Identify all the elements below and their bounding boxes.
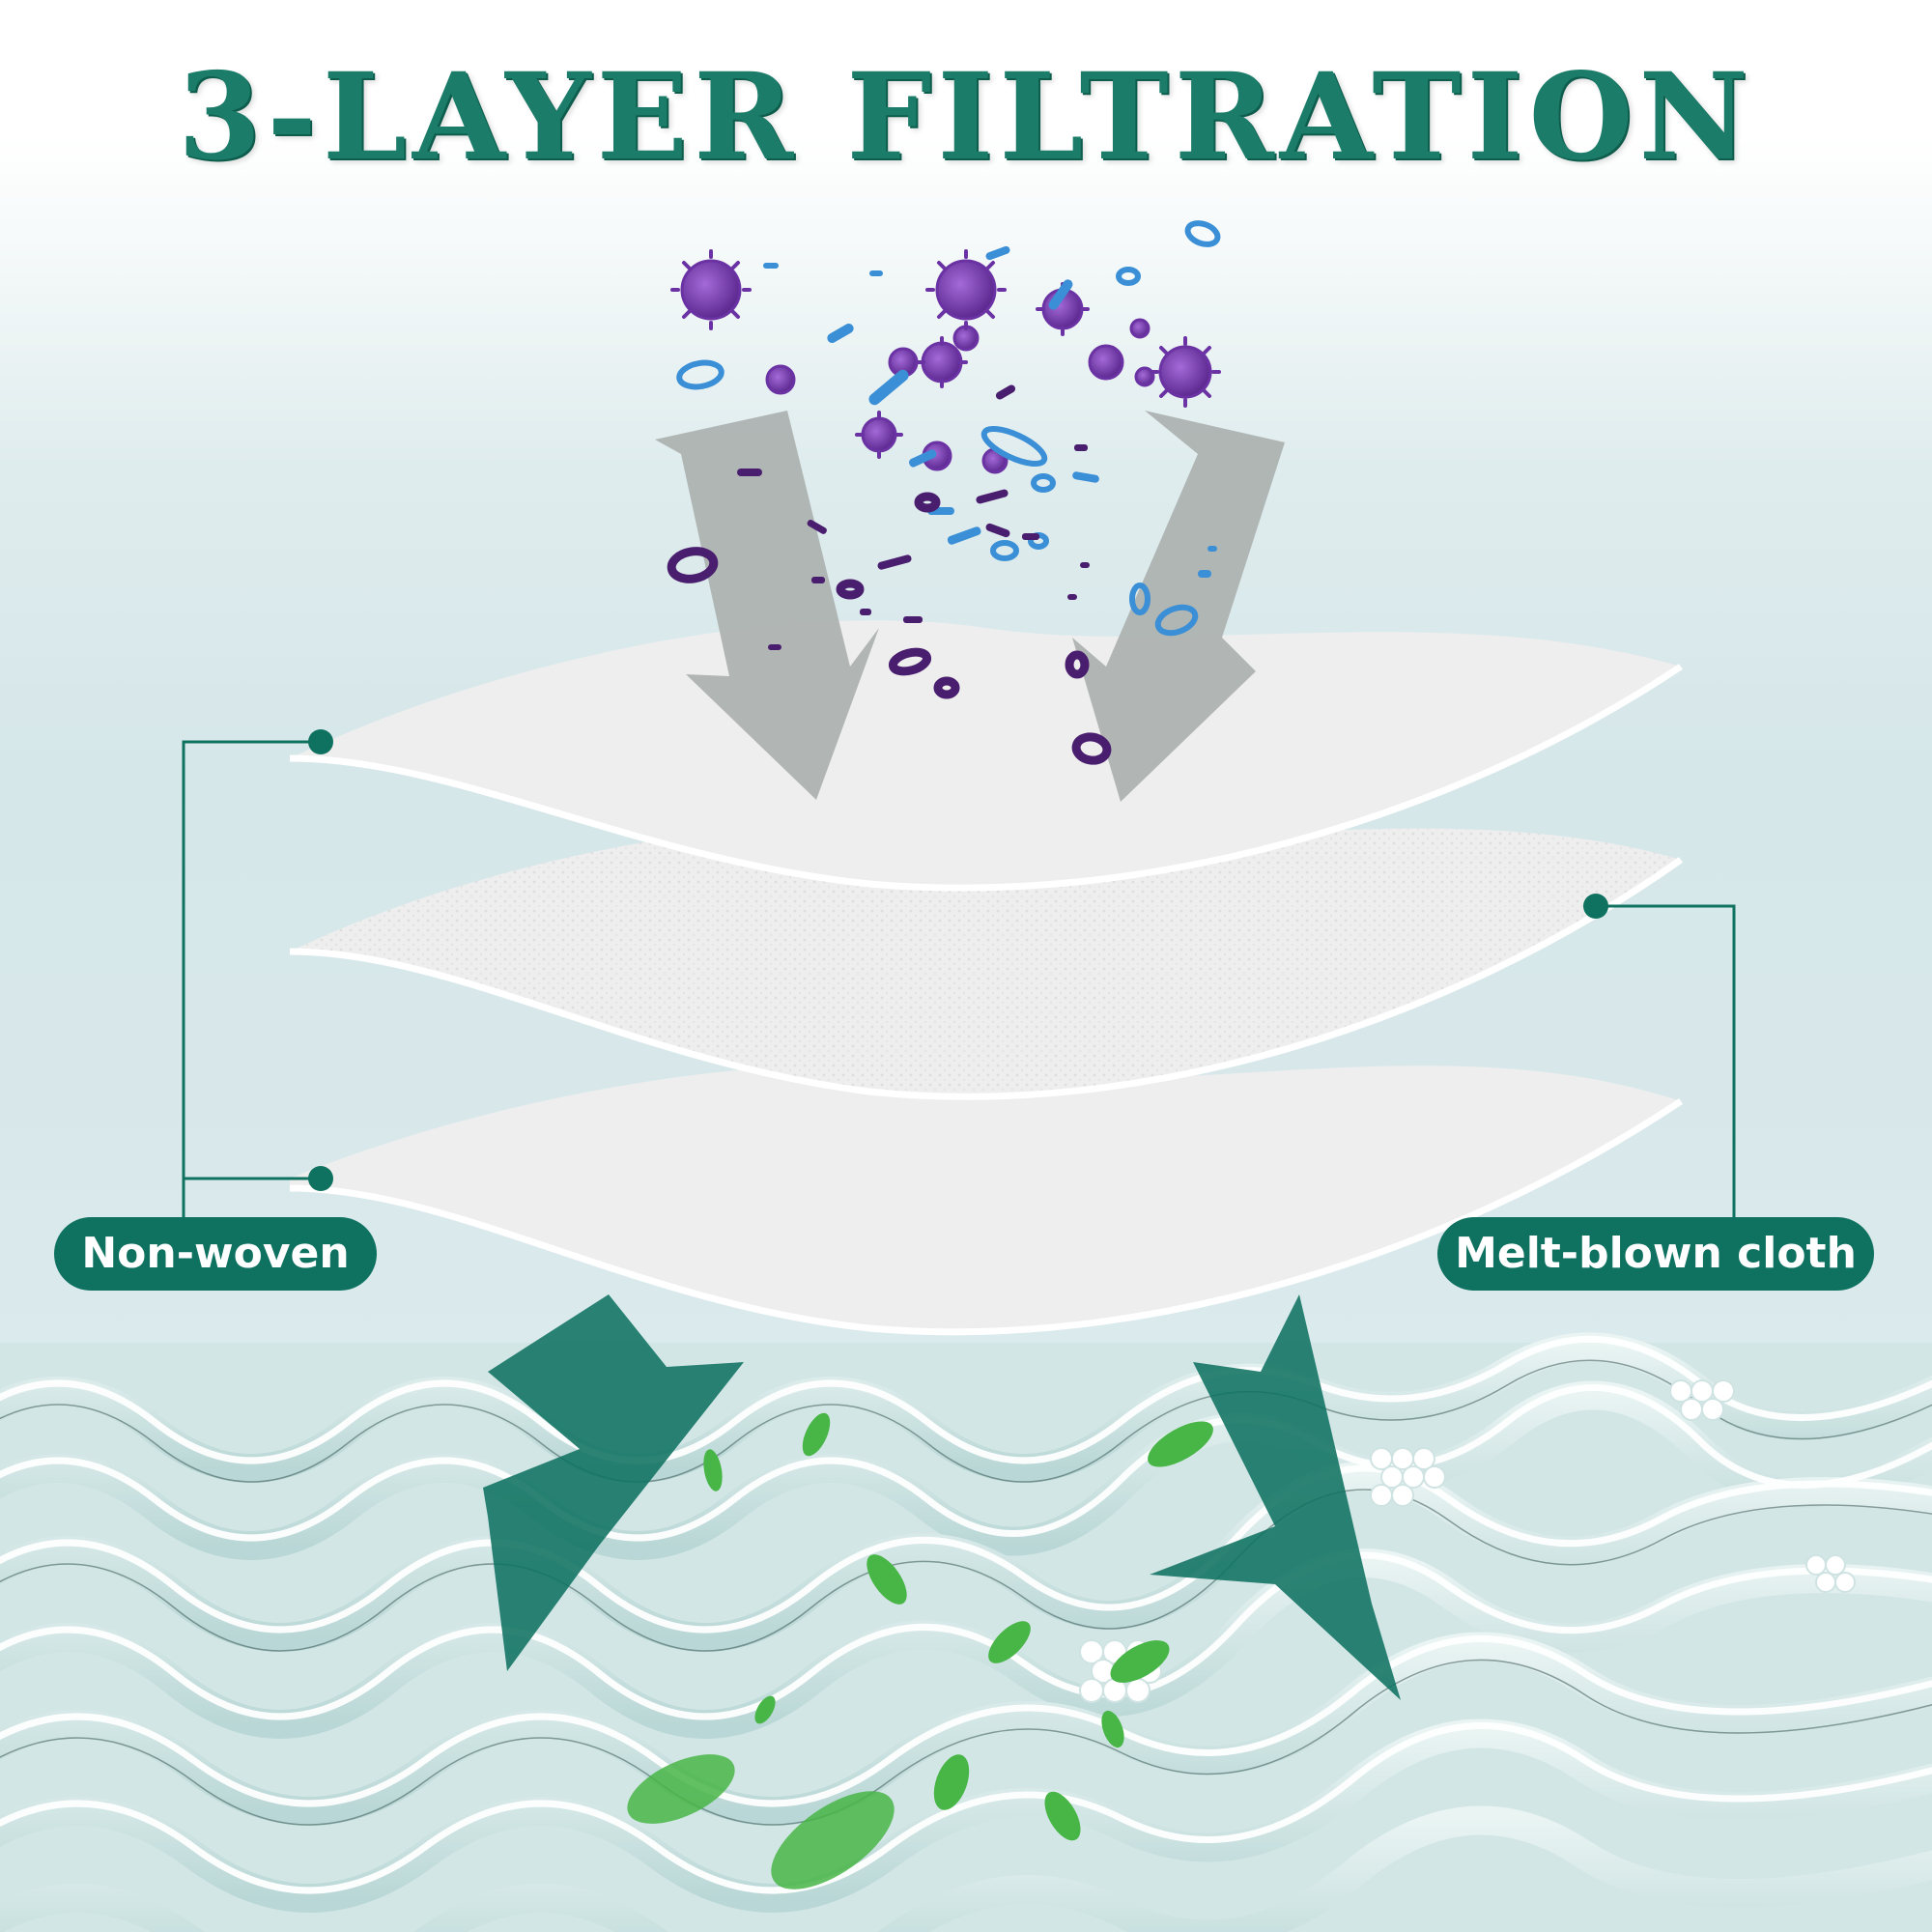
label-melt-blown-cloth: Melt-blown cloth (1437, 1217, 1874, 1291)
connector-dots (308, 729, 1608, 1191)
label-non-woven: Non-woven (54, 1217, 377, 1291)
arrow-down-green-icon (483, 1294, 1401, 1700)
leaf-icon (627, 1412, 1213, 1889)
virus-bacteria-particles (667, 220, 1221, 765)
label-connectors (182, 740, 1736, 1217)
filter-layers (289, 620, 1684, 1336)
fiber-background (0, 1332, 1932, 1932)
page-title: 3-LAYER FILTRATION (178, 47, 1754, 187)
